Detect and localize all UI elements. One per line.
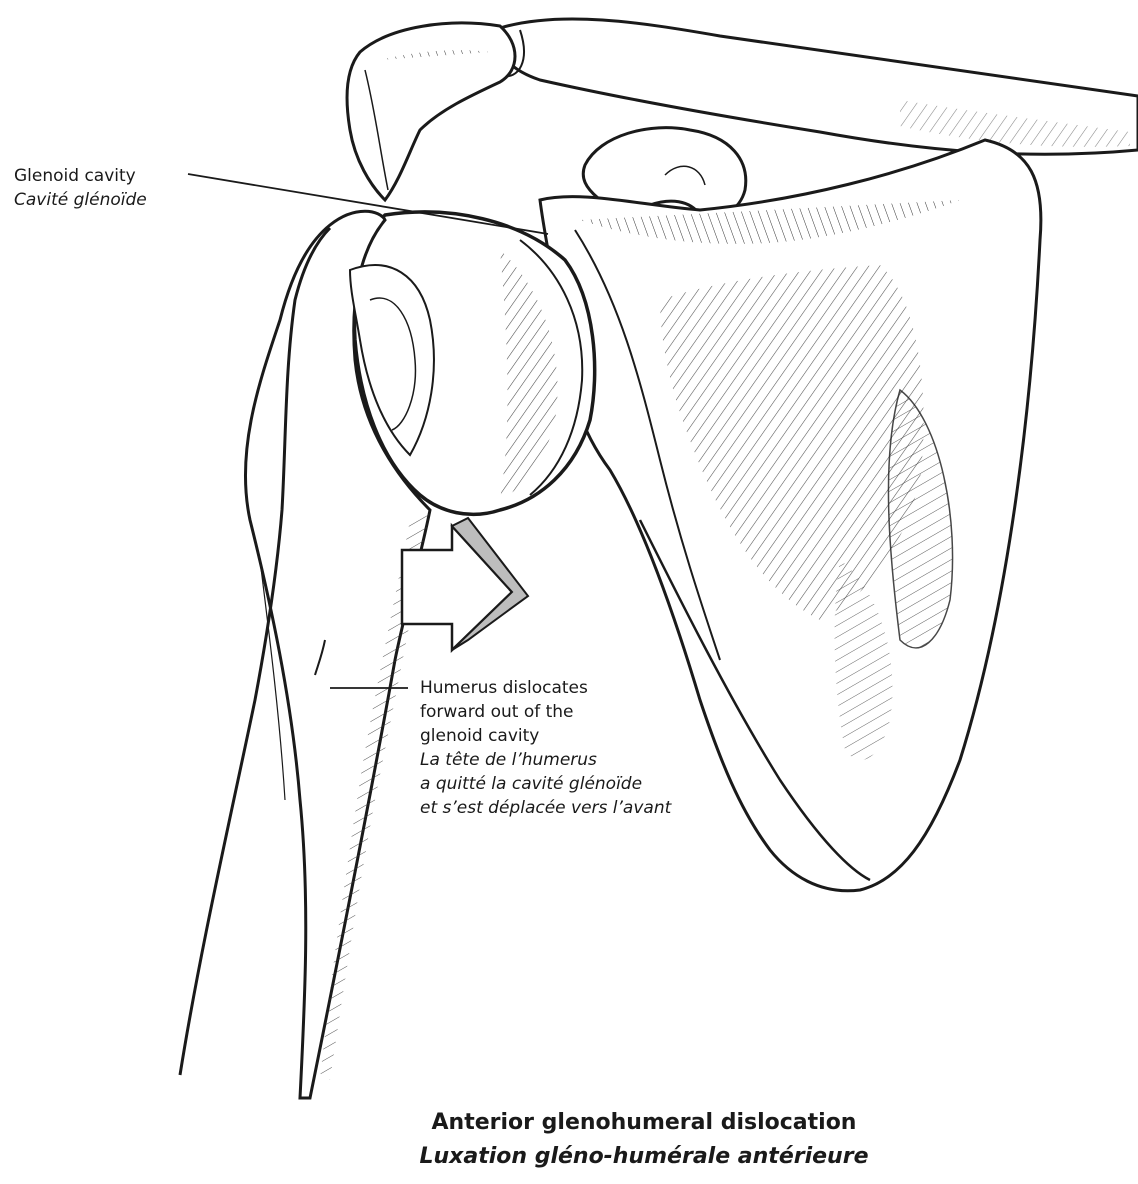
humerus-label-en-line: forward out of the bbox=[420, 700, 671, 724]
humerus bbox=[180, 211, 434, 1098]
figure-caption: Anterior glenohumeral dislocation Luxati… bbox=[0, 1106, 1138, 1174]
caption-en: Anterior glenohumeral dislocation bbox=[150, 1106, 1138, 1140]
humerus-label-en-line: glenoid cavity bbox=[420, 724, 671, 748]
clavicle bbox=[497, 19, 1138, 154]
humerus-dislocation-label: Humerus dislocates forward out of the gl… bbox=[420, 676, 671, 820]
caption-fr: Luxation gléno-humérale antérieure bbox=[150, 1140, 1138, 1174]
glenoid-cavity-label: Glenoid cavity Cavité glénoïde bbox=[14, 164, 147, 212]
glenoid-label-en: Glenoid cavity bbox=[14, 164, 147, 188]
humerus-label-fr-line: et s’est déplacée vers l’avant bbox=[420, 796, 671, 820]
glenoid-label-fr: Cavité glénoïde bbox=[14, 188, 147, 212]
acromion bbox=[347, 23, 515, 200]
humerus-label-fr-line: a quitté la cavité glénoïde bbox=[420, 772, 671, 796]
humerus-label-fr-line: La tête de l’humerus bbox=[420, 748, 671, 772]
humerus-label-en-line: Humerus dislocates bbox=[420, 676, 671, 700]
